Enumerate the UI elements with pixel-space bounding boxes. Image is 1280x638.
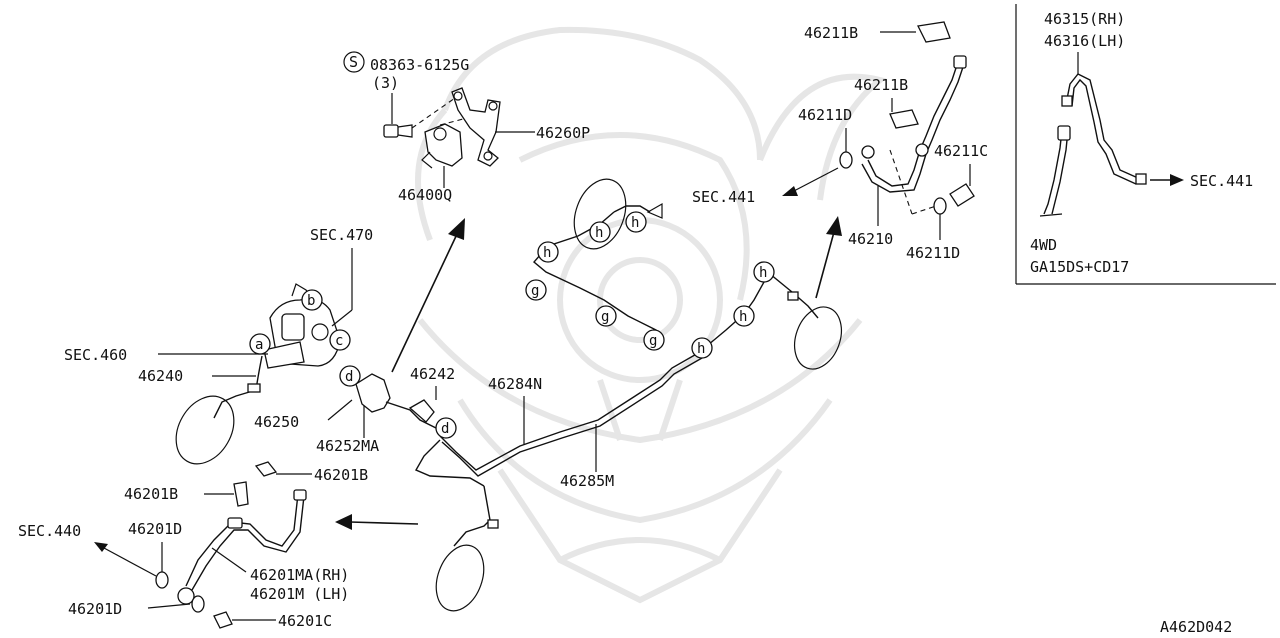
callout-c: c <box>329 329 351 351</box>
part-46285M: 46285M <box>560 424 614 490</box>
part-46201B-upper: 46201B <box>124 481 249 507</box>
sec460-text: SEC.460 <box>64 346 127 364</box>
part-label-46242: 46242 <box>410 365 455 383</box>
part-label-46201B-lower: 46201B <box>314 466 368 484</box>
part-46201D-lower: 46201D <box>68 595 205 618</box>
svg-text:d: d <box>441 421 449 437</box>
callout-g-3: g <box>643 329 665 351</box>
part-46284N: 46284N <box>488 375 542 444</box>
sec441-right-label: SEC.441 <box>692 167 839 206</box>
callout-h-3: h <box>625 211 647 233</box>
part-label-46211D-bottom: 46211D <box>906 244 960 262</box>
part-label-46400Q: 46400Q <box>398 186 452 204</box>
svg-text:d: d <box>345 369 353 385</box>
part-label-46201D-upper: 46201D <box>128 520 182 538</box>
svg-text:h: h <box>595 225 603 241</box>
callout-h-5: h <box>733 305 755 327</box>
sec440-label: SEC.440 <box>18 522 157 577</box>
bracket-46260P: 46260P <box>451 87 590 167</box>
svg-text:b: b <box>307 293 315 309</box>
sec441-text-inset: SEC.441 <box>1190 172 1253 190</box>
callout-b: b <box>301 289 323 311</box>
bolt-callout: S 08363-6125G (3) <box>343 51 469 124</box>
part-label-46240: 46240 <box>138 367 183 385</box>
part-46250: 46250 <box>254 399 353 431</box>
callout-d-left: d <box>339 365 361 387</box>
svg-text:h: h <box>697 341 705 357</box>
svg-text:c: c <box>335 333 343 349</box>
svg-text:g: g <box>601 309 609 325</box>
callout-g-1: g <box>525 279 547 301</box>
svg-text:h: h <box>543 245 551 261</box>
callout-d-right: d <box>435 417 457 439</box>
bolt-code-label: 08363-6125G <box>370 56 469 74</box>
watermark-logo <box>415 26 887 604</box>
diagram-code: A462D042 <box>1160 618 1232 636</box>
part-label-46284N: 46284N <box>488 375 542 393</box>
rear-brake-hose <box>861 55 967 215</box>
part-label-46211C: 46211C <box>934 142 988 160</box>
svg-text:h: h <box>739 309 747 325</box>
svg-text:g: g <box>531 283 539 299</box>
part-label-46201D-lower: 46201D <box>68 600 122 618</box>
brake-valve-assembly <box>263 283 341 369</box>
direction-arrows <box>335 216 842 530</box>
part-label-46201MA: 46201MA(RH) <box>250 566 349 584</box>
part-label-46250: 46250 <box>254 413 299 431</box>
svg-text:h: h <box>759 265 767 281</box>
part-label-46201B-upper: 46201B <box>124 485 178 503</box>
part-46211B-top: 46211B <box>804 21 951 43</box>
callout-h-6: h <box>753 261 775 283</box>
callout-circles: a b c d d g g g h h h h h h <box>249 211 775 439</box>
part-46210: 46210 <box>848 186 893 248</box>
part-46201B-lower: 46201B <box>254 461 368 484</box>
part-label-46252MA: 46252MA <box>316 437 379 455</box>
part-label-46260P: 46260P <box>536 124 590 142</box>
part-label-46285M: 46285M <box>560 472 614 490</box>
sec441-text-main: SEC.441 <box>692 188 755 206</box>
part-46211D-top: 46211D <box>798 106 853 169</box>
front-brake-hose <box>177 489 307 605</box>
sec460-label: SEC.460 <box>64 346 268 364</box>
part-46252MA: 46252MA <box>316 404 379 455</box>
callout-a: a <box>249 333 271 355</box>
part-46242: 46242 <box>410 365 455 400</box>
part-label-46211B-mid: 46211B <box>854 76 908 94</box>
inset-label-4wd: 4WD <box>1030 236 1057 254</box>
part-label-46201C: 46201C <box>278 612 332 630</box>
sensor-46400Q: 46400Q <box>398 123 463 204</box>
part-46211B-mid: 46211B <box>854 76 919 129</box>
bolt-qty-label: (3) <box>372 74 399 92</box>
sec470-text: SEC.470 <box>310 226 373 244</box>
part-46240: 46240 <box>138 355 263 465</box>
svg-text:g: g <box>649 333 657 349</box>
inset-label-engine: GA15DS+CD17 <box>1030 258 1129 276</box>
junction-block <box>355 373 441 431</box>
callout-h-1: h <box>537 241 559 263</box>
svg-text:h: h <box>631 215 639 231</box>
part-label-46201M: 46201M (LH) <box>250 585 349 603</box>
part-46201D-upper: 46201D <box>128 520 182 589</box>
part-46201MA: 46201MA(RH) 46201M (LH) <box>211 547 349 603</box>
pipe-run-main <box>415 351 703 612</box>
s-symbol: S <box>349 53 358 71</box>
callout-g-2: g <box>595 305 617 327</box>
inset-label-rh: 46315(RH) <box>1044 10 1125 28</box>
callout-h-4: h <box>691 337 713 359</box>
pipe-run-upper <box>533 178 842 370</box>
sec440-text: SEC.440 <box>18 522 81 540</box>
bolt-part <box>383 97 491 138</box>
inset-4wd-panel: 46315(RH) 46316(LH) SEC.441 4WD GA15DS+C… <box>1015 4 1276 285</box>
part-46211D-bottom: 46211D <box>906 197 960 262</box>
part-label-46211B-top: 46211B <box>804 24 858 42</box>
sec470-label: SEC.470 <box>310 226 373 327</box>
part-label-46210: 46210 <box>848 230 893 248</box>
callout-h-2: h <box>589 221 611 243</box>
inset-label-lh: 46316(LH) <box>1044 32 1125 50</box>
part-label-46211D-top: 46211D <box>798 106 852 124</box>
part-46211C: 46211C <box>934 142 988 207</box>
part-46201C: 46201C <box>213 611 332 630</box>
svg-text:a: a <box>255 337 263 353</box>
